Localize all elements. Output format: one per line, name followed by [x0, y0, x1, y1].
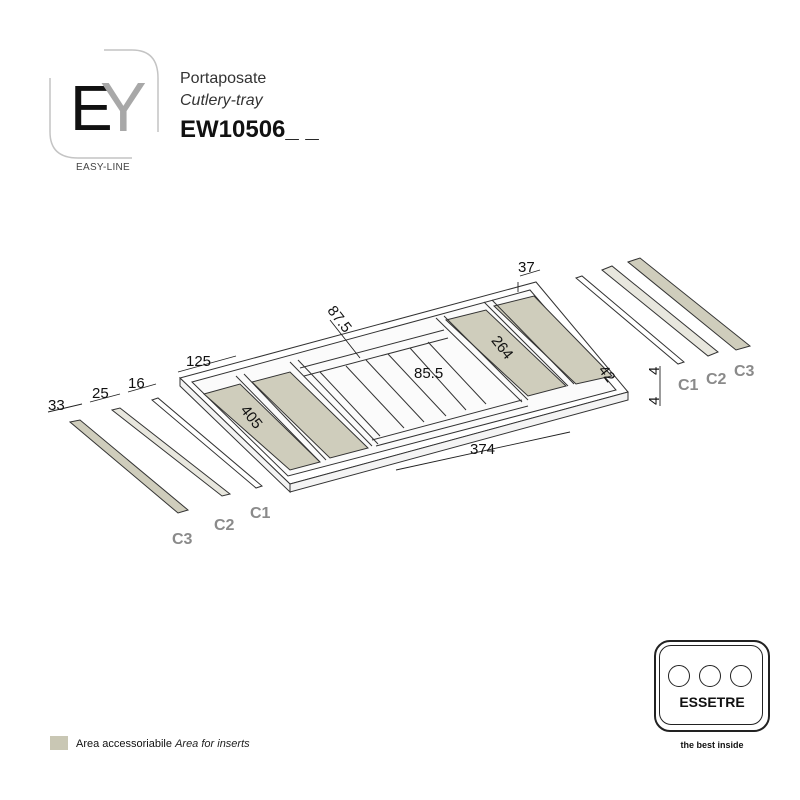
dim-bottom-length: 374: [470, 441, 495, 458]
logo-caption: EASY-LINE: [76, 162, 131, 173]
insert-area-right-1: [444, 309, 567, 397]
logo-letter-e: E: [70, 72, 113, 144]
dim-right-margin-top: 37: [518, 259, 535, 276]
strip-c1-right: [574, 275, 686, 365]
label-c3-right: C3: [734, 363, 755, 380]
strip-c2-left: [110, 407, 232, 497]
label-c2-right: C2: [706, 371, 727, 388]
dim-strip-c3: 33: [48, 397, 65, 414]
product-title-english: Cutlery-tray: [180, 92, 263, 109]
legend-label-italian: Area accessoriabile: [76, 738, 172, 750]
strip-c3-left: [68, 419, 190, 514]
label-c3-left: C3: [172, 531, 193, 548]
dim-strip-c1: 16: [128, 375, 145, 392]
dim-left-compartment-width: 125: [186, 353, 211, 370]
dim-divider-spacing: 87.5: [324, 303, 355, 336]
dim-small-slot: 85.5: [414, 365, 443, 382]
essetre-circles-icon: [668, 665, 752, 687]
label-c1-right: C1: [678, 377, 699, 394]
strip-c3-right: [626, 257, 752, 351]
legend-label: Area accessoriabile Area for inserts: [76, 738, 250, 750]
label-c1-left: C1: [250, 505, 271, 522]
logo-letter-y: Y: [100, 68, 147, 146]
product-code: EW10506_ _: [180, 116, 319, 143]
legend-label-english: Area for inserts: [175, 738, 250, 750]
dim-right-margin-side: 42: [595, 362, 619, 386]
dim-height-upper: 4: [646, 367, 663, 375]
label-c2-left: C2: [214, 517, 235, 534]
brand-tagline: the best inside: [680, 740, 744, 750]
dim-strip-c2: 25: [92, 385, 109, 402]
dim-height-lower: 4: [646, 397, 663, 405]
essetre-logo-inner: [659, 645, 763, 725]
insert-area-left-2: [251, 371, 369, 459]
legend-swatch: [50, 736, 68, 750]
essetre-logo-outer: [654, 640, 770, 732]
strip-c1-left: [150, 397, 264, 489]
product-title-italian: Portaposate: [180, 70, 267, 87]
strip-c2-right: [601, 265, 719, 357]
easy-line-logo-frame: [48, 48, 162, 162]
brand-name: ESSETRE: [679, 694, 745, 710]
